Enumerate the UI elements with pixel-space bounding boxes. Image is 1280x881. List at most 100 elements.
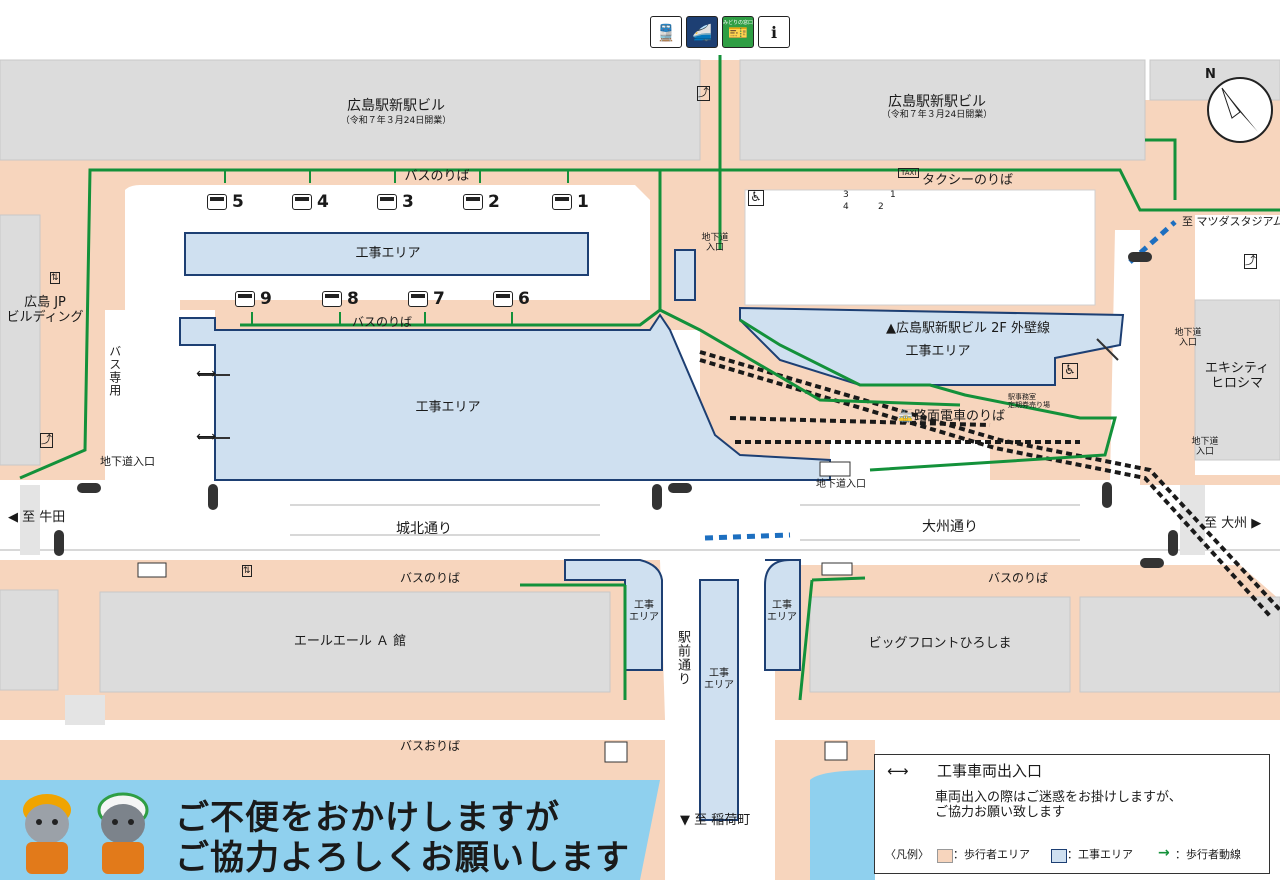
bus-bay-number: 1 (577, 192, 589, 212)
ekimae-street-label: 駅前通り (674, 630, 690, 686)
bus-dropoff-label: バスおりば (399, 739, 461, 753)
bus-bay-number: 9 (260, 289, 272, 309)
johoku-street-label: 城北通り (396, 521, 452, 537)
bus-bay-4: 4 (292, 192, 329, 212)
legend: ⟷ 工事車両出入口 車両出入の際はご迷惑をお掛けしますが、 ご協力お願い致します… (874, 754, 1270, 874)
bus-bay-number: 7 (433, 289, 445, 309)
bus-bay-number: 4 (317, 192, 329, 212)
bus-bay-3: 3 (377, 192, 414, 212)
ale-ale-a-building-label: エールエール Ａ 館 (293, 634, 407, 649)
wheelchair-icon: ♿ (1062, 363, 1078, 379)
bus-stop-label-middle: バスのりば (351, 315, 413, 329)
construction-area-label-median: 工事 エリア (704, 668, 734, 691)
information-desk-icon: ℹ (758, 16, 790, 48)
mascot-cat-jr-helmet (92, 782, 154, 881)
legend-pedestrian-route: ：歩行者動線 (1175, 848, 1241, 861)
taxi-stand-number-1: 1 (890, 190, 896, 200)
bus-bay-7: 7 (408, 289, 445, 309)
taxi-stand-label: タクシーのりば (922, 173, 1014, 188)
compass-icon (1207, 77, 1273, 143)
bus-stop-label-top: バスのりば (404, 169, 470, 184)
buildings (0, 59, 1280, 693)
legend-pedestrian-area: ：歩行者エリア (953, 848, 1030, 861)
legend-construction-swatch (1051, 849, 1067, 863)
train-icon: 🚆 (650, 16, 682, 48)
direction-oozu: 至 大州 ▶ (1204, 516, 1262, 531)
bus-stop-label-lower-left: バスのりば (399, 571, 461, 585)
tram-platform-label: 路面電車のりば (914, 409, 1006, 424)
escalator-icon: ⤴ (40, 433, 53, 448)
ticket-office-label: みどりの窓口 (723, 20, 754, 26)
exterior-wall-line-label: ▲広島駅新駅ビル 2F 外壁線 (886, 321, 1051, 336)
elevator-icon: ⇅ (242, 565, 252, 578)
tram-tracks (699, 350, 1280, 618)
legend-prefix: 〈凡例〉 (885, 848, 929, 861)
bus-icon (493, 291, 513, 307)
bus-bay-5: 5 (207, 192, 244, 212)
bus-only-lane-label: バス専用 (107, 345, 122, 397)
bus-bay-number: 3 (402, 192, 414, 212)
bus-bay-number: 5 (232, 192, 244, 212)
legend-note: 車両出入の際はご迷惑をお掛けしますが、 ご協力お願い致します (935, 790, 1182, 820)
construction-area-label-southeast: 工事 エリア (767, 600, 797, 623)
bus-bay-2: 2 (463, 192, 500, 212)
direction-mazda-stadium: 至 マツダスタジアム ▶ (1182, 215, 1280, 228)
construction-area-label-southwest: 工事 エリア (629, 600, 659, 623)
bus-icon (408, 291, 428, 307)
taxi-stand-number-4: 4 (843, 202, 849, 212)
underground-entrance-north: 地下道 入口 (701, 233, 729, 254)
bus-bay-number: 6 (518, 289, 530, 309)
tram-icon: 🚋 (898, 409, 913, 423)
new-station-right-opening-note: （令和７年３月24日開業） (881, 110, 993, 120)
ticket-office-icon: みどりの窓口🎫 (722, 16, 754, 48)
jp-building-label: 広島 JP ビルディング (6, 295, 84, 325)
new-station-building-left: 広島駅新駅ビル (347, 98, 445, 114)
tram-office-label: 駅事務室 定期券売り場 (1008, 393, 1050, 410)
direction-ushita: ◀ 至 牛田 (8, 510, 66, 525)
apology-message-line-2: ご協力よろしくお願いします (175, 838, 630, 878)
legend-vehicle-arrow-icon: ⟷ (887, 762, 909, 780)
mascot-cat-construction-helmet (16, 782, 78, 881)
ekicity-label: エキシティ ヒロシマ (1204, 361, 1270, 391)
bus-bay-6: 6 (493, 289, 530, 309)
construction-area-label-north: 工事エリア (355, 246, 421, 261)
bus-stop-label-lower-right: バスのりば (987, 571, 1049, 585)
underground-entrance-east-lower: 地下道 入口 (1191, 437, 1219, 458)
bus-icon (322, 291, 342, 307)
bus-bay-1: 1 (552, 192, 589, 212)
apology-message-line-1: ご不便をおかけしますが (175, 798, 560, 838)
direction-inarimachi: ▼ 至 稲荷町 (680, 813, 751, 828)
new-station-building-right: 広島駅新駅ビル (888, 94, 986, 110)
escalator-icon: ⤴ (1244, 254, 1257, 269)
new-station-left-opening-note: （令和７年３月24日開業） (340, 116, 452, 126)
taxi-badge: TAXI (898, 168, 920, 179)
bus-bay-9: 9 (235, 289, 272, 309)
legend-construction-area: ：工事エリア (1067, 848, 1133, 861)
underground-entrance-west: 地下道入口 (100, 455, 155, 468)
underground-entrance-south: 地下道入口 (816, 479, 866, 490)
vehicle-entrance-arrow-icon: ⟷ (196, 429, 217, 445)
bus-bay-number: 2 (488, 192, 500, 212)
bus-icon (377, 194, 397, 210)
bus-icon (552, 194, 572, 210)
escalator-icon: ⤴ (697, 86, 710, 101)
bus-icon (207, 194, 227, 210)
pedestrian-routes (19, 55, 1280, 701)
legend-route-arrow-icon: → (1158, 845, 1170, 861)
big-front-hiroshima-label: ビッグフロントひろしま (868, 636, 1012, 651)
elevator-icon: ⇅ (50, 272, 60, 285)
bus-icon (292, 194, 312, 210)
daishu-street-label: 大州通り (922, 519, 978, 535)
wheelchair-icon: ♿ (748, 190, 764, 206)
taxi-stand-number-3: 3 (843, 190, 849, 200)
construction-area-label-east: 工事エリア (905, 344, 971, 359)
construction-areas (179, 232, 1125, 821)
bus-bay-number: 8 (347, 289, 359, 309)
underground-entrance-east-upper: 地下道 入口 (1174, 328, 1202, 349)
legend-pedestrian-swatch (937, 849, 953, 863)
bus-bay-8: 8 (322, 289, 359, 309)
taxi-stand-number-2: 2 (878, 202, 884, 212)
construction-area-label-central: 工事エリア (415, 400, 481, 415)
